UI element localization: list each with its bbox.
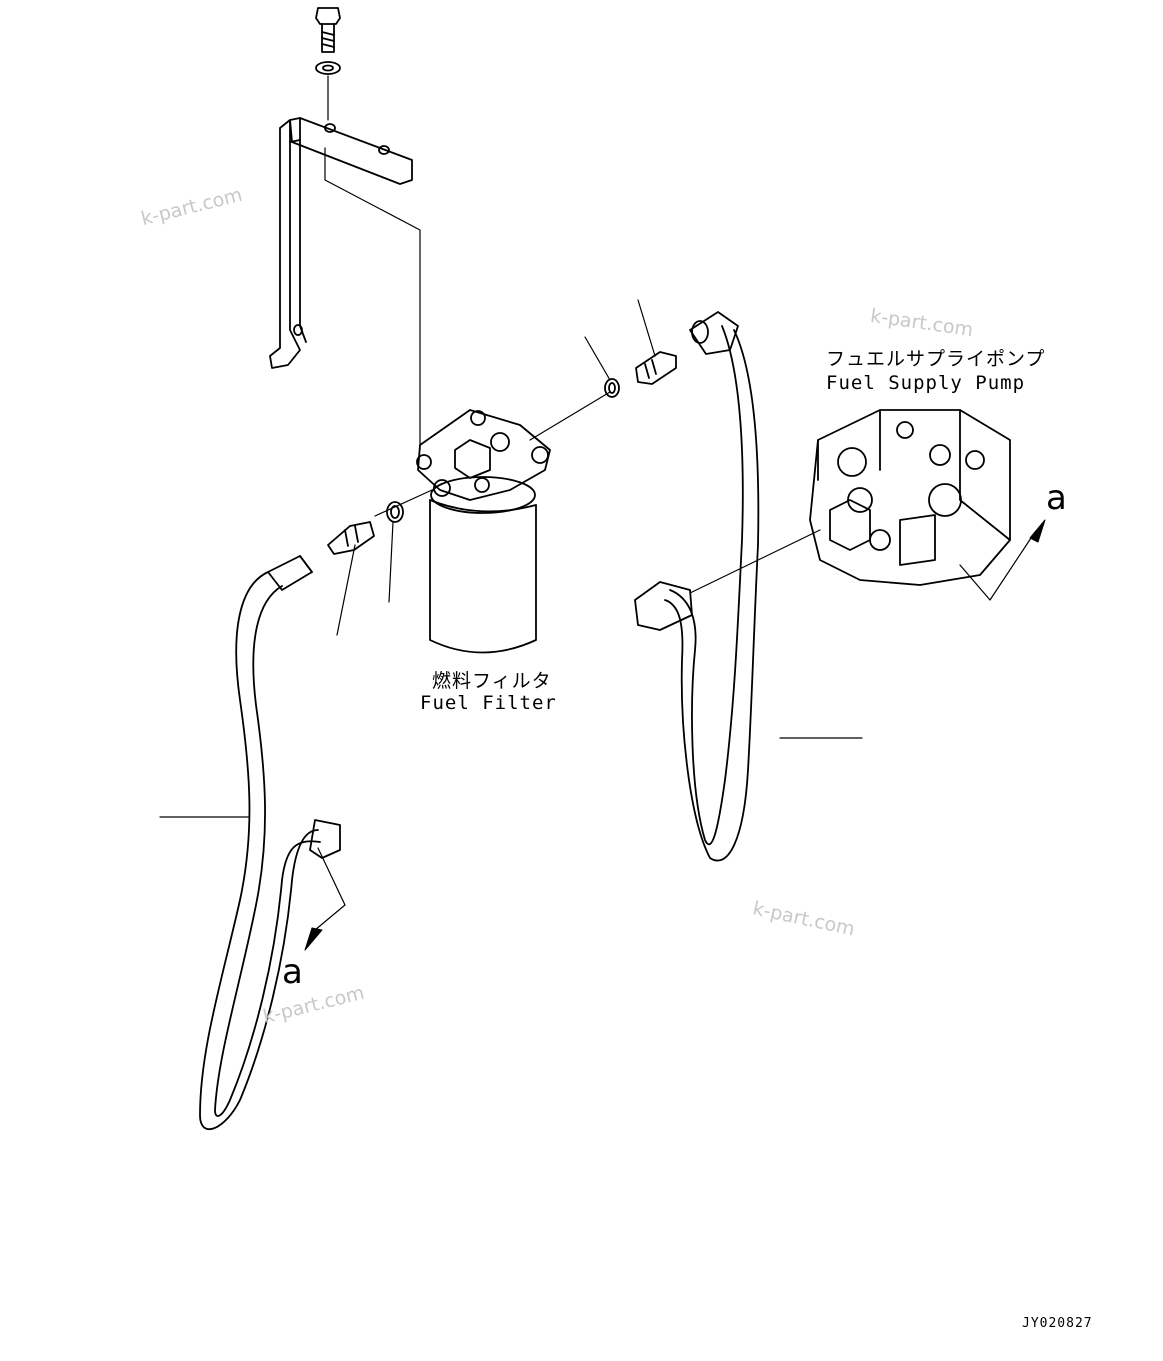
o-ring-lower xyxy=(386,501,404,523)
bolt xyxy=(315,7,341,53)
fuel-filter xyxy=(416,409,551,654)
o-ring-upper-leader xyxy=(584,336,611,381)
hose-right xyxy=(634,311,760,862)
hose-left xyxy=(199,555,341,1131)
o-ring-lower-leader xyxy=(388,521,394,603)
callout-a-left: a xyxy=(282,952,303,992)
connector-upper-leader xyxy=(637,299,656,357)
washer xyxy=(315,61,341,75)
filter-label-jp: 燃料フィルタ xyxy=(432,670,552,692)
callout-a-right: a xyxy=(1046,478,1067,518)
pump-label-jp: フュエルサプライポンプ xyxy=(826,348,1046,370)
connector-lower xyxy=(327,521,375,555)
pump-label-en: Fuel Supply Pump xyxy=(826,372,1026,394)
connector-lower-leader xyxy=(336,544,356,636)
filter-outlet-leader xyxy=(529,391,611,441)
arrow-a-right xyxy=(959,531,1036,601)
filter-bracket xyxy=(269,117,413,369)
connector-upper xyxy=(635,351,677,385)
fuel-supply-pump xyxy=(809,409,1011,586)
drawing-code: JY020827 xyxy=(1022,1316,1093,1331)
bracket-leader xyxy=(324,147,421,451)
arrow-a-left xyxy=(314,847,346,931)
o-ring-upper xyxy=(604,378,620,398)
hose-right-pump-leader xyxy=(689,529,821,594)
filter-inlet-leader xyxy=(374,489,433,517)
filter-label-en: Fuel Filter xyxy=(420,692,557,714)
